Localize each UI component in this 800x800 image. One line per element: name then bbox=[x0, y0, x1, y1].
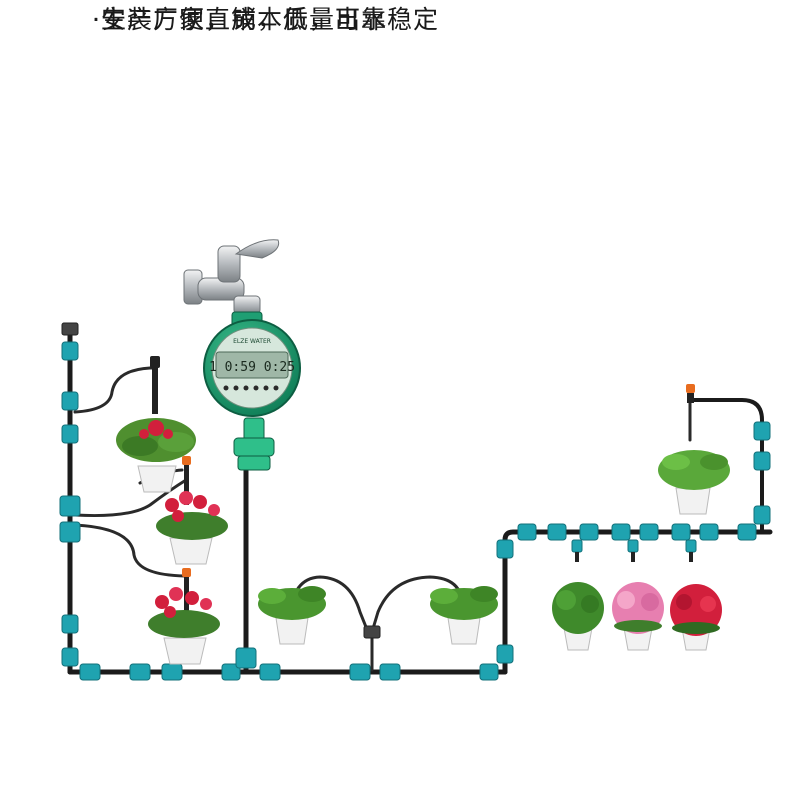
connector bbox=[753, 451, 771, 471]
plant-arc-left bbox=[258, 586, 326, 645]
connector bbox=[129, 663, 151, 681]
feature-line-1: ·安装方便，成本低，出水稳定 bbox=[92, 5, 439, 34]
connector bbox=[699, 523, 719, 541]
connector bbox=[61, 614, 79, 634]
drop-fitting bbox=[685, 539, 697, 553]
plant-right-upper bbox=[658, 450, 730, 515]
right-upper-pipe bbox=[688, 398, 764, 534]
connector bbox=[379, 663, 401, 681]
connector bbox=[61, 341, 79, 361]
connector bbox=[221, 663, 241, 681]
branch-tube-mid bbox=[73, 478, 188, 518]
plant-right-shrub bbox=[552, 582, 604, 651]
plant-arc-right bbox=[430, 586, 498, 645]
faucet bbox=[183, 239, 280, 315]
connector bbox=[753, 421, 771, 441]
connector bbox=[611, 523, 631, 541]
connector bbox=[61, 424, 79, 444]
connector bbox=[639, 523, 659, 541]
plant-right-pink bbox=[612, 582, 664, 651]
connector bbox=[61, 391, 79, 411]
arc-tee bbox=[363, 625, 381, 639]
drop-fitting bbox=[627, 539, 639, 553]
connector bbox=[61, 647, 79, 667]
elbow-connector bbox=[753, 505, 771, 525]
tee-connector bbox=[59, 495, 81, 517]
branch-tube-top bbox=[73, 366, 157, 414]
end-cap bbox=[61, 322, 79, 336]
connector bbox=[79, 663, 101, 681]
plant-right-poinsettia bbox=[670, 584, 722, 651]
plant-low-left-cyclamen bbox=[148, 587, 220, 665]
water-timer bbox=[203, 311, 301, 471]
drop-drippers bbox=[575, 552, 693, 562]
connector bbox=[479, 663, 499, 681]
timer-display: 1 0:59 0:25 bbox=[209, 360, 295, 375]
feature-line-2: ·生产厂家直销，质量可靠 bbox=[92, 5, 387, 34]
connector bbox=[161, 663, 183, 681]
connector bbox=[547, 523, 567, 541]
drop-fitting bbox=[571, 539, 583, 553]
plant-top-left-red bbox=[116, 418, 196, 493]
connector bbox=[349, 663, 371, 681]
tee-connector bbox=[59, 521, 81, 543]
timer-brand: ELZE WATER bbox=[233, 338, 271, 345]
connector bbox=[671, 523, 691, 541]
elbow-connector bbox=[496, 539, 514, 559]
connector bbox=[579, 523, 599, 541]
connector bbox=[737, 523, 757, 541]
connector bbox=[517, 523, 537, 541]
tee-connector bbox=[235, 647, 257, 669]
plant-mid-left-cyclamen bbox=[156, 491, 228, 565]
branch-tubes bbox=[73, 366, 692, 672]
connectors bbox=[59, 322, 771, 681]
connector bbox=[259, 663, 281, 681]
elbow-connector bbox=[496, 644, 514, 664]
branch-tube-low bbox=[73, 523, 187, 578]
